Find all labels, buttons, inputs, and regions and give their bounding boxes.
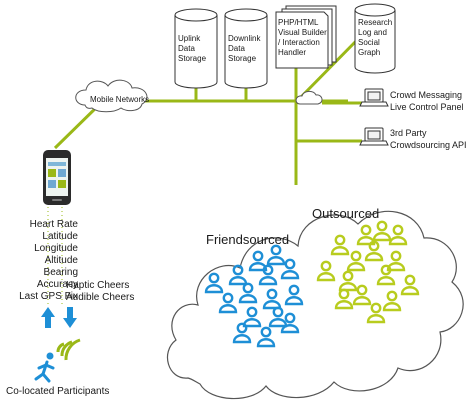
cheers-item: Haptic Cheers <box>66 280 130 291</box>
uplink-storage-cylinder <box>174 8 218 89</box>
outsourced-person-icon <box>382 290 402 312</box>
outsourced-person-icon <box>316 260 336 282</box>
friendsourced-label: Friendsourced <box>206 232 289 247</box>
friendsourced-person-icon <box>280 258 300 280</box>
mobile-networks-label: Mobile Networks <box>90 95 149 104</box>
phone-data-item: Altitude <box>44 255 78 266</box>
outsourced-person-icon <box>330 234 350 256</box>
builder-document-stack <box>275 5 337 69</box>
runner-icon <box>34 352 55 383</box>
downlink-label: Downlink Data Storage <box>228 34 263 63</box>
friendsourced-person-icon <box>266 244 286 266</box>
outsourced-label: Outsourced <box>312 206 379 221</box>
friendsourced-person-icon <box>232 322 252 344</box>
people-layer <box>204 220 420 348</box>
crowd-messaging-label: Crowd Messaging Live Control Panel <box>390 90 465 112</box>
cheers-item: Audible Cheers <box>66 292 135 303</box>
friendsourced-person-icon <box>280 312 300 334</box>
phone-data-item: Accuracy <box>36 279 78 290</box>
outsourced-person-icon <box>346 250 366 272</box>
smartphone-icon <box>43 150 71 205</box>
phone-data-item: Latitude <box>42 231 78 242</box>
third-party-label: 3rd Party Crowdsourcing API <box>390 128 467 150</box>
phone-data-item: Longitude <box>34 243 78 254</box>
outsourced-person-icon <box>400 274 420 296</box>
small-cloud-icon <box>295 90 323 105</box>
friendsourced-person-icon <box>204 272 224 294</box>
friendsourced-person-icon <box>238 282 258 304</box>
outsourced-person-icon <box>356 224 376 246</box>
laptop-icon <box>359 88 389 107</box>
outsourced-person-icon <box>364 240 384 262</box>
phone-data-item: Heart Rate <box>29 219 78 230</box>
friendsourced-person-icon <box>284 284 304 306</box>
research-label: Research Log and Social Graph <box>358 18 394 57</box>
outsourced-person-icon <box>366 302 386 324</box>
friendsourced-person-icon <box>256 326 276 348</box>
phone-data-item: Last GPS Fix <box>19 291 78 302</box>
builder-label: PHP/HTML Visual Builder / Interaction Ha… <box>278 18 329 57</box>
cheers-list: Haptic Cheers Audible Cheers <box>66 280 134 304</box>
friendsourced-person-icon <box>258 264 278 286</box>
outsourced-person-icon <box>338 270 358 292</box>
research-storage-cylinder <box>354 3 396 74</box>
down-arrow-icon <box>63 307 77 328</box>
downlink-storage-cylinder <box>224 8 268 89</box>
research-link <box>298 33 364 100</box>
phone-data-item: Bearing <box>43 267 78 278</box>
laptop-icon <box>359 127 389 146</box>
uplink-label: Uplink Data Storage <box>178 34 207 63</box>
outsourced-person-icon <box>388 224 408 246</box>
outsourced-person-icon <box>334 288 354 310</box>
up-arrow-icon <box>41 307 55 328</box>
friendsourced-person-icon <box>248 250 268 272</box>
outsourced-person-icon <box>352 284 372 306</box>
outsourced-person-icon <box>376 264 396 286</box>
signal-waves-icon <box>56 338 81 361</box>
mobile-networks-cloud <box>75 79 148 113</box>
phone-data-list: Heart Rate Latitude Longitude Altitude B… <box>4 219 78 303</box>
participants-label: Co-located Participants <box>6 386 110 397</box>
friendsourced-person-icon <box>218 292 238 314</box>
crowd-cloud <box>166 210 464 400</box>
